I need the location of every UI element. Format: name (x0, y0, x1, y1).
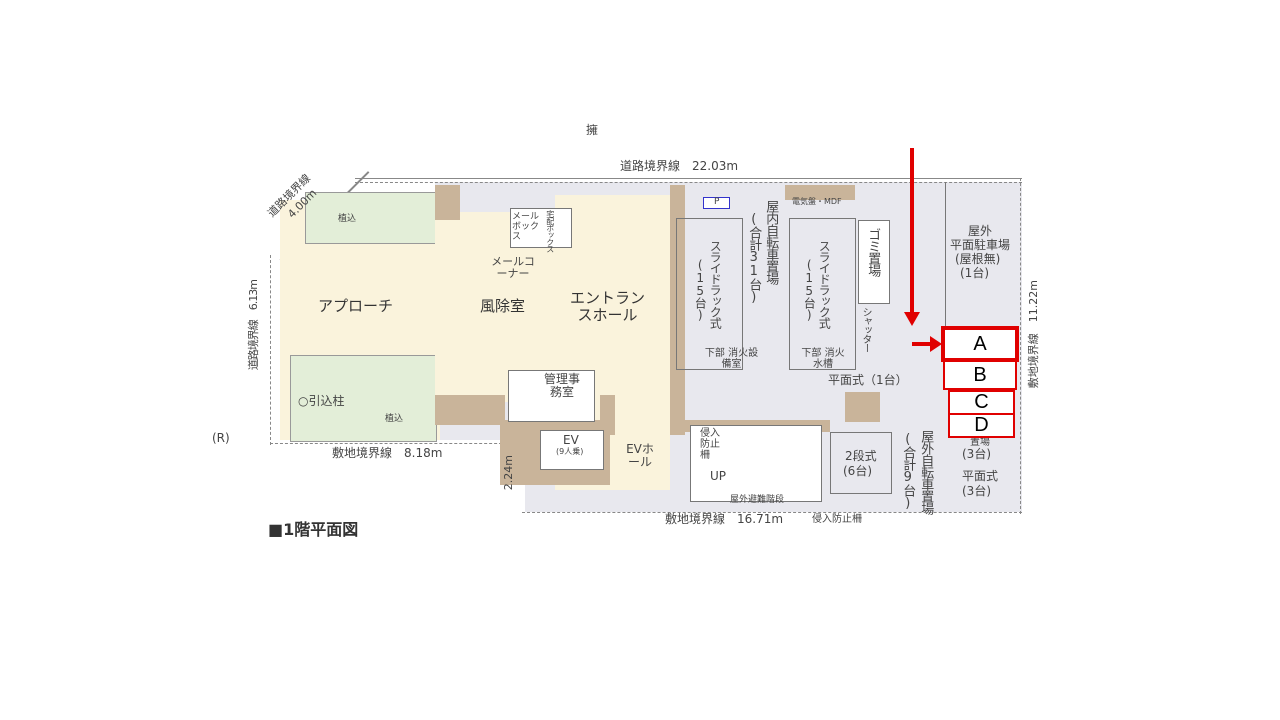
outdoor-parking-label-3: (屋根無) (955, 252, 1001, 266)
boundary-top (355, 178, 1022, 183)
boundary-bottom-left (270, 443, 522, 445)
below-fire-tank-label: 下部 消火水槽 (801, 348, 845, 370)
service-pole-label: ○引込柱 (298, 394, 345, 408)
dim-site-right: 敷地境界線 11.22m (1027, 280, 1040, 389)
red-arrow-down (910, 148, 914, 316)
ev-capacity-label: (9人乗) (556, 447, 584, 456)
slide-rack-2-count: (15台) (802, 258, 817, 321)
ev-hall-label: EVホール (626, 442, 654, 470)
wall (600, 395, 615, 435)
garbage-room (858, 220, 890, 304)
marker-a: A (941, 326, 1019, 362)
management-office-room (508, 370, 595, 422)
bike-place-count: (3台) (962, 447, 991, 461)
two-tier-label: 2段式 (845, 449, 877, 463)
marker-b: B (943, 360, 1017, 390)
plan-title: ■1階平面図 (268, 520, 359, 539)
stairs-area (690, 425, 822, 502)
planting-bottom-label: 植込 (385, 414, 404, 424)
outdoor-bike-total-label: (合計9台) (900, 432, 916, 510)
boundary-right (1020, 178, 1024, 514)
slide-rack-1-area (676, 218, 743, 370)
boundary-bottom (522, 512, 1022, 516)
mdf-label: 電気盤・MDF (792, 197, 842, 206)
entrance-hall-label: エントランスホール (569, 289, 645, 324)
dim-road-top: 道路境界線 22.03m (620, 159, 739, 173)
dim-site-bottom: 敷地境界線 16.71m (665, 512, 784, 526)
marker-d: D (948, 413, 1015, 438)
red-arrow-down-head (904, 312, 920, 326)
mail-box-room (510, 208, 572, 248)
mail-corner-label: メールコーナー (491, 255, 535, 281)
wall (435, 185, 460, 220)
red-arrow-right-head (930, 336, 942, 352)
slide-rack-2-label: スライドラック式 (817, 240, 832, 328)
outdoor-parking-label-2: 平面駐車場 (950, 238, 1011, 252)
intrusion-fence-1-label: 侵入防止柵 (700, 428, 720, 461)
planting-top-label: 植込 (338, 214, 357, 224)
two-tier-count: (6台) (843, 464, 872, 478)
parking-p-label: P (703, 197, 731, 209)
dim-road-left: 道路境界線 6.13m (247, 280, 260, 371)
mail-box-label: メールボックス (512, 212, 540, 242)
wall (845, 392, 880, 422)
marker-c: C (948, 390, 1015, 415)
side-mark: (R) (212, 431, 230, 445)
boundary-left (270, 255, 274, 445)
indoor-bike-total-label: (合計31台) (746, 212, 762, 304)
shutter-label: シャッター (860, 307, 871, 352)
wall (785, 185, 855, 200)
wall (670, 185, 685, 435)
planting-top (305, 192, 437, 244)
outdoor-parking-label: 屋外 (968, 224, 993, 238)
approach-label: アプローチ (318, 297, 394, 315)
flat-3-label: 平面式 (962, 469, 999, 483)
slide-rack-1-label: スライドラック式 (708, 240, 723, 328)
bike-place-label: 置場 (970, 437, 990, 448)
red-arrow-right (912, 342, 932, 346)
outdoor-bike-label: 屋外自転車置場 (918, 430, 934, 514)
dim-site-left-bottom: 敷地境界線 8.18m (332, 446, 443, 460)
indoor-bike-label: 屋内自転車置場 (763, 200, 779, 284)
dim-site-step: 2.24m (502, 455, 515, 491)
garbage-label: ゴミ置場 (865, 228, 881, 276)
planting-bottom (290, 355, 437, 442)
slide-rack-1-count: (15台) (693, 258, 708, 321)
wall (435, 395, 505, 425)
intrusion-fence-2-label: 侵入防止柵 (812, 514, 862, 525)
management-office-label: 管理事務室 (543, 372, 580, 400)
top-mark: 擁 (586, 123, 599, 137)
delivery-box-label: 宅配ボックス (545, 210, 555, 252)
flat-1-label: 平面式（1台） (828, 373, 908, 387)
two-tier-area (830, 432, 892, 494)
ev-label: EV (563, 433, 579, 447)
slide-rack-2-area (789, 218, 856, 370)
up-label: UP (710, 469, 727, 483)
ev-shaft (540, 430, 604, 470)
outdoor-parking-area (945, 182, 1016, 330)
windbreak-label: 風除室 (480, 297, 526, 315)
below-fire-room-label: 下部 消火設備室 (704, 348, 759, 370)
flat-3-count: (3台) (962, 484, 991, 498)
outdoor-parking-count: (1台) (960, 266, 989, 280)
outdoor-stairs-label: 屋外避難階段 (730, 495, 785, 505)
